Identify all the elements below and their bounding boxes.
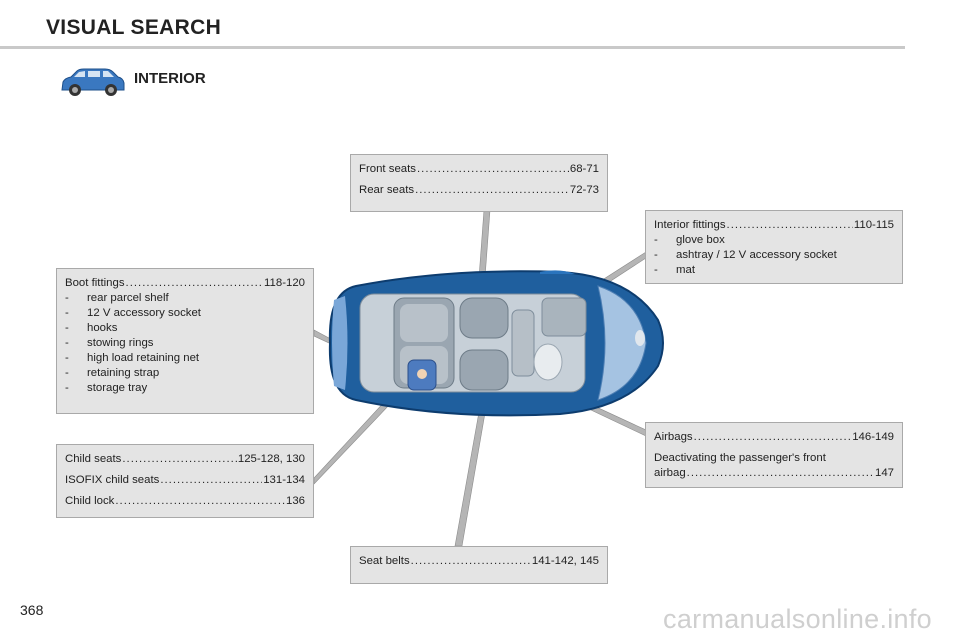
list-item: -retaining strap [65,367,160,379]
list-item: -mat [654,264,695,276]
list-item: -hooks [65,322,118,334]
list-item: -storage tray [65,382,148,394]
interior-fittings-entry[interactable]: Interior fittings110-115 [654,218,894,233]
deactivating-airbag-text: Deactivating the passenger's front [654,452,826,464]
section-title: INTERIOR [134,70,206,87]
airbags-entry[interactable]: Airbags146-149 [654,430,894,445]
title-divider [0,46,905,49]
watermark: carmanualsonline.info [663,604,932,634]
child-seats-entry[interactable]: Child seats125-128, 130 [65,452,305,467]
car-top-view [328,270,664,417]
list-item: -ashtray / 12 V accessory socket [654,249,837,261]
boot-fittings-box: Boot fittings118-120 -rear parcel shelf … [56,268,314,414]
list-item: -glove box [654,234,725,246]
car-icon [61,68,125,96]
child-lock-entry[interactable]: Child lock136 [65,494,305,509]
seat-belts-entry[interactable]: Seat belts141-142, 145 [359,554,599,569]
airbags-box: Airbags146-149 Deactivating the passenge… [645,422,903,488]
child-seats-box: Child seats125-128, 130 ISOFIX child sea… [56,444,314,518]
deactivating-airbag-entry[interactable]: airbag147 [654,466,894,481]
isofix-child-seats-entry[interactable]: ISOFIX child seats131-134 [65,473,305,488]
list-item: -high load retaining net [65,352,200,364]
list-item: -12 V accessory socket [65,307,201,319]
seats-box: Front seats68-71 Rear seats72-73 [350,154,608,212]
list-item: -stowing rings [65,337,154,349]
rear-seats-entry[interactable]: Rear seats72-73 [359,183,599,198]
page-title: VISUAL SEARCH [46,16,222,39]
front-seats-entry[interactable]: Front seats68-71 [359,162,599,177]
page-number: 368 [20,602,44,618]
list-item: -rear parcel shelf [65,292,169,304]
seat-belts-box: Seat belts141-142, 145 [350,546,608,584]
interior-fittings-box: Interior fittings110-115 -glove box -ash… [645,210,903,284]
boot-fittings-entry[interactable]: Boot fittings118-120 [65,276,305,291]
